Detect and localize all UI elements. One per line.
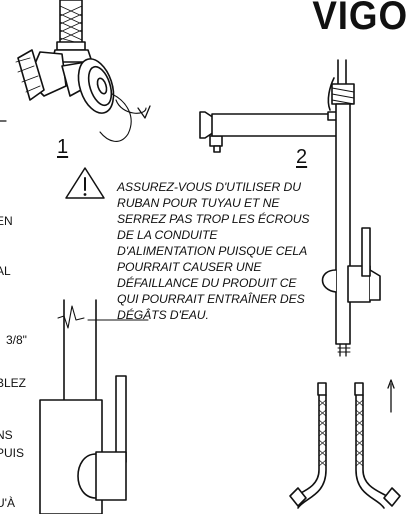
warning-line: POURRAIT CAUSER UNE bbox=[117, 260, 262, 274]
brand-logo: VIGO bbox=[312, 0, 408, 38]
pipe-size-label: 3/8" bbox=[6, 333, 27, 347]
left-text-fragment: AL bbox=[0, 264, 11, 278]
pipe-drawing bbox=[39, 299, 149, 514]
faucet-drawing bbox=[199, 59, 381, 357]
left-text-fragment: EN bbox=[0, 214, 13, 228]
supply-hoses-drawing bbox=[289, 382, 401, 509]
warning-line: QUI POURRAIT ENTRAÎNER DES bbox=[117, 292, 305, 306]
warning-text: ASSUREZ-VOUS D'UTILISER DU RUBAN POUR TU… bbox=[117, 179, 325, 323]
step-number-2: 2 bbox=[296, 146, 308, 168]
warning-line: DE LA CONDUITE bbox=[117, 228, 218, 242]
left-text-fragment: U'À bbox=[0, 496, 15, 510]
left-text-fragment: NS bbox=[0, 428, 13, 442]
warning-triangle-icon bbox=[65, 167, 105, 199]
warning-line: RUBAN POUR TUYAU ET NE bbox=[117, 196, 280, 210]
warning-line: DÉFAILLANCE DU PRODUIT CE bbox=[117, 276, 297, 290]
warning-line: SERREZ PAS TROP LES ÉCROUS bbox=[117, 212, 310, 226]
left-text-fragment: BLEZ bbox=[0, 376, 27, 390]
left-text-fragment: PUIS bbox=[0, 446, 25, 460]
warning-line: D'ALIMENTATION PUISQUE CELA bbox=[117, 244, 308, 258]
step-number-1: 1 bbox=[57, 136, 69, 158]
angle-valve-drawing bbox=[15, 0, 151, 142]
warning-line: DÉGÂTS D'EAU. bbox=[117, 308, 209, 322]
warning-line: ASSUREZ-VOUS D'UTILISER DU bbox=[117, 180, 301, 194]
